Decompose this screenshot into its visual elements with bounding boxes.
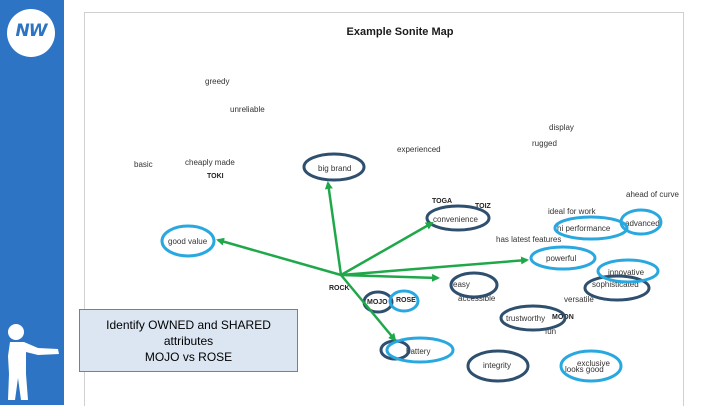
brand-label: TOIZ (475, 203, 491, 210)
attribute-label: hi performance (557, 224, 611, 233)
map-arrow (340, 274, 397, 342)
callout-line: attributes (163, 333, 214, 348)
attribute-label: advanced (625, 219, 660, 228)
highlight-ring (583, 274, 651, 302)
pointing-person-icon (8, 324, 59, 400)
map-frame (84, 12, 684, 406)
attribute-label: looks good (565, 365, 604, 374)
attribute-label: cheaply made (185, 158, 235, 167)
attribute-label: integrity (483, 361, 512, 370)
attribute-label: basic (134, 160, 153, 169)
attribute-label: accessible (458, 294, 496, 303)
attribute-label: exclusive (577, 359, 610, 368)
highlight-ring (449, 271, 499, 299)
attribute-label: innovative (608, 268, 645, 277)
highlight-ring (619, 208, 663, 236)
map-arrow (340, 221, 434, 277)
map-title: Example Sonite Map (346, 26, 454, 38)
brand-label: TOKI (207, 173, 224, 180)
attribute-label: trustworthy (506, 314, 546, 323)
callout-line: Identify OWNED and SHARED (106, 317, 271, 332)
brand-label: MOON (552, 314, 574, 321)
highlight-ring (466, 349, 530, 383)
brand-label: ROCK (329, 285, 350, 292)
attribute-label: powerful (546, 254, 577, 263)
attribute-label: unreliable (230, 105, 265, 114)
brand-label: MOJO (367, 299, 388, 306)
attribute-label: fun (545, 327, 557, 336)
highlight-ring (388, 289, 420, 313)
highlight-ring (596, 258, 660, 284)
brand-label: TOGA (432, 198, 453, 205)
attribute-label: has latest features (496, 235, 562, 244)
attribute-label: greedy (205, 77, 230, 86)
highlight-ring (559, 349, 623, 383)
logo-text: NW (15, 21, 48, 41)
highlight-ring (499, 304, 567, 332)
map-arrow (324, 181, 343, 276)
highlight-ring (553, 215, 629, 241)
attribute-label: battery (406, 347, 431, 356)
map-arrow (340, 256, 529, 277)
map-arrow (340, 273, 440, 282)
highlight-ring (385, 336, 455, 364)
attribute-label: display (549, 123, 574, 132)
highlight-ring (302, 152, 366, 182)
highlight-ring (160, 224, 216, 258)
logo: NW (7, 9, 55, 57)
attribute-label: good value (168, 237, 208, 246)
attribute-label: ahead of curve (626, 190, 679, 199)
attribute-label: easy (453, 280, 470, 289)
attribute-label: ideal for work (548, 207, 596, 216)
attribute-label: experienced (397, 145, 441, 154)
attribute-label: convenience (433, 215, 478, 224)
attribute-label: sophisticated (592, 280, 639, 289)
callout-box: Identify OWNED and SHARED attributes MOJ… (79, 309, 298, 372)
callout-line: MOJO vs ROSE (144, 349, 233, 364)
attribute-label: rugged (532, 139, 557, 148)
map-arrow (216, 237, 342, 277)
highlight-ring (529, 245, 597, 271)
brand-label: ROSE (396, 297, 416, 304)
highlight-ring (425, 204, 491, 232)
sidebar: NW (0, 0, 64, 405)
attribute-label: big brand (318, 164, 352, 173)
attribute-label: versatile (564, 295, 594, 304)
